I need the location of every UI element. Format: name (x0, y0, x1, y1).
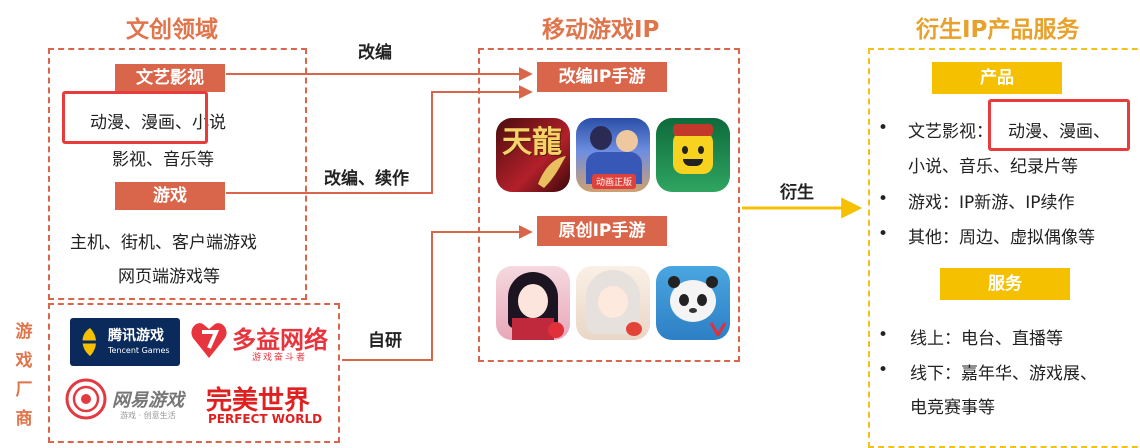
game-icon-panda (656, 266, 730, 340)
text-other-products: 其他：周边、虚拟偶像等 (908, 228, 1095, 248)
label-adapt-sequel: 改编、续作 (324, 169, 409, 189)
game-icon-lego (656, 118, 730, 192)
tencent-logo-en: Tencent Games (108, 346, 170, 355)
tag-original-ip-mobile: 原创IP手游 (537, 216, 667, 246)
v-badge-icon (710, 322, 726, 336)
text-online-services: 线上：电台、直播等 (910, 329, 1063, 349)
vendor-label-char: 游 (15, 322, 33, 342)
netease-logo-sub: 游戏 · 创意生活 (120, 411, 176, 420)
duoyi-logo-text: 多益网络 (232, 326, 328, 354)
text-esports-events: 电竞赛事等 (910, 398, 995, 418)
character-head-icon (616, 130, 638, 152)
netease-logo-text: 网易游戏 (112, 390, 184, 411)
character-head-icon (590, 126, 612, 150)
game-icon-tianlong: 天龍 (496, 118, 570, 192)
perfect-world-logo-text: 完美世界 (206, 386, 311, 416)
left-section-title: 文创领域 (126, 17, 218, 43)
game-icon-douluo: 动画正版 (576, 118, 650, 192)
vendors-vertical-label: 游 戏 厂 商 (12, 318, 36, 434)
vendor-label-char: 商 (15, 409, 33, 429)
tag-services: 服务 (940, 268, 1070, 300)
lego-face-icon (673, 132, 713, 174)
text-console-arcade-client: 主机、街机、客户端游戏 (70, 233, 257, 253)
tag-film-literature: 文艺影视 (115, 64, 225, 92)
game-icon-tianlong-text: 天龍 (502, 125, 562, 160)
bullet-dot: • (878, 360, 889, 380)
tag-adapted-ip-mobile: 改编IP手游 (537, 62, 667, 92)
middle-section-title: 移动游戏IP (542, 17, 660, 43)
tencent-games-logo: 腾讯游戏 Tencent Games (70, 318, 180, 366)
game-icon-anime-girl (576, 266, 650, 340)
tencent-logo-text: 腾讯游戏 (108, 328, 164, 344)
perfect-world-logo-en: PERFECT WORLD (208, 412, 323, 426)
bullet-dot: • (878, 189, 889, 209)
vendor-label-char: 厂 (15, 380, 33, 400)
game-icon-onmyoji (496, 266, 570, 340)
right-section-title: 衍生IP产品服务 (916, 17, 1080, 43)
cultural-domain-box (48, 48, 307, 300)
text-anime-comic-novel: 动漫、漫画、小说 (90, 113, 226, 133)
arrow-self-dev (342, 225, 533, 361)
bullet-dot: • (878, 325, 889, 345)
highlight-box-right (988, 99, 1130, 151)
text-offline-services: 线下：嘉年华、游戏展、 (910, 364, 1097, 384)
text-novel-music-doc: 小说、音乐、纪录片等 (908, 157, 1078, 177)
duoyi-heart-icon (191, 323, 227, 358)
mobile-game-ip-box (478, 48, 740, 362)
text-game-products: 游戏：IP新游、IP续作 (908, 193, 1075, 213)
text-anime-comic: 动漫、漫画、 (1008, 122, 1110, 142)
label-derive: 衍生 (780, 183, 814, 203)
label-self-dev: 自研 (368, 331, 402, 351)
text-web-games: 网页端游戏等 (118, 267, 220, 287)
character-face-icon (518, 284, 548, 318)
official-anime-badge: 动画正版 (592, 174, 637, 189)
arrow-adapt-sequel (226, 85, 533, 194)
character-face-icon (598, 286, 628, 318)
tag-products: 产品 (932, 62, 1062, 94)
highlight-box-left (62, 91, 208, 144)
netease-swirl-icon (65, 378, 107, 420)
text-film-literature-label: 文艺影视： (908, 122, 993, 142)
duoyi-logo-sub: 游戏奋斗者 (252, 353, 308, 363)
tag-games: 游戏 (115, 182, 225, 210)
bullet-dot: • (878, 118, 889, 138)
dragon-icon (538, 156, 566, 188)
text-film-music: 影视、音乐等 (112, 150, 214, 170)
vendor-label-char: 戏 (15, 351, 33, 371)
bullet-dot: • (878, 224, 889, 244)
label-adapt: 改编 (358, 43, 392, 63)
tencent-swirl-icon (80, 328, 100, 356)
